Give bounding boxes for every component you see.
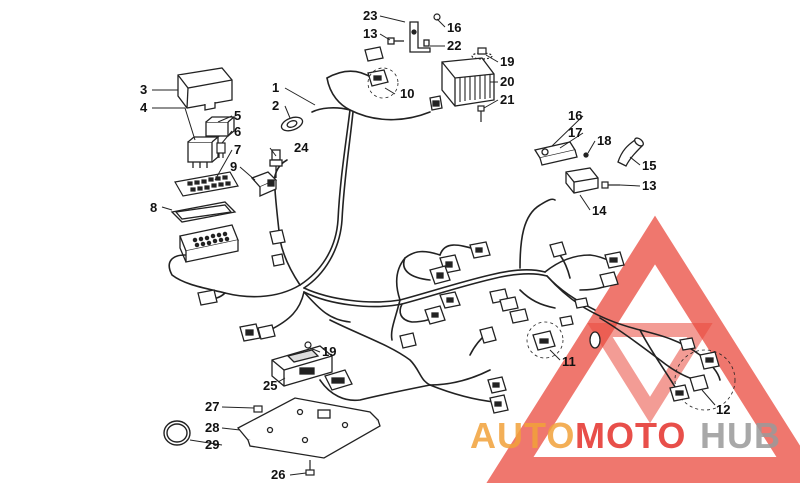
callout-3: 3	[140, 82, 147, 97]
watermark-hub: HUB	[700, 415, 781, 456]
screw-13-right	[601, 181, 620, 189]
callout-1: 1	[272, 80, 279, 95]
callout-11: 11	[562, 354, 576, 369]
main-wire-harness	[168, 70, 721, 403]
callout-27: 27	[205, 399, 219, 414]
callout-21: 21	[500, 92, 514, 107]
callout-2: 2	[272, 98, 279, 113]
callout-20: 20	[500, 74, 514, 89]
relay	[187, 136, 220, 168]
callout-19-top: 19	[500, 54, 514, 69]
callout-14: 14	[592, 203, 607, 218]
right-bracket	[533, 141, 589, 166]
grommet-plug	[280, 116, 304, 132]
harness-connector-10	[367, 67, 399, 99]
blade-fuse	[216, 142, 226, 158]
callout-15: 15	[642, 158, 656, 173]
connector-13-top	[364, 46, 384, 62]
callout-12: 12	[716, 402, 730, 417]
fuse-cover	[177, 67, 233, 111]
callout-5: 5	[234, 108, 241, 123]
ecu-module	[271, 345, 333, 387]
voltage-regulator	[429, 57, 495, 111]
fuse-box	[179, 224, 239, 263]
callout-16-top: 16	[447, 20, 461, 35]
callout-labels: 1 2 3 4 5 6 7 8 9 10 11 12 13 13 14 15 1…	[140, 8, 730, 482]
watermark-auto: AUTO	[470, 415, 575, 456]
callout-8: 8	[150, 200, 157, 215]
bolt-13-top	[387, 37, 404, 45]
connector-12	[669, 337, 736, 411]
ignition-module	[565, 167, 599, 194]
top-bracket	[409, 21, 431, 53]
callout-4: 4	[140, 100, 148, 115]
callout-23: 23	[363, 8, 377, 23]
callout-29: 29	[205, 437, 219, 452]
fuse-box-gasket	[170, 201, 237, 223]
callout-19-lower: 19	[322, 344, 336, 359]
callout-9: 9	[230, 159, 237, 174]
callout-13-right: 13	[642, 178, 656, 193]
fuse-block-board	[174, 171, 239, 197]
callout-26: 26	[271, 467, 285, 482]
mounting-plate	[236, 397, 381, 459]
callout-10: 10	[400, 86, 414, 101]
retaining-ring	[163, 420, 191, 446]
harness-connector	[250, 171, 278, 197]
callout-13-top: 13	[363, 26, 377, 41]
callout-24: 24	[294, 140, 309, 155]
callout-6: 6	[234, 124, 241, 139]
nut-27	[253, 405, 263, 413]
screw-21	[477, 105, 485, 122]
callout-7: 7	[234, 142, 241, 157]
callout-28: 28	[205, 420, 219, 435]
screw-26	[305, 460, 315, 476]
connector-11	[526, 321, 601, 359]
callout-18: 18	[597, 133, 611, 148]
breather-hose	[617, 137, 644, 167]
screw-19-lower	[304, 341, 312, 349]
leader-lines	[152, 15, 716, 476]
screw-19-top	[471, 47, 493, 60]
ecu-connector	[324, 369, 353, 391]
watermark-text: AUTO MOTO HUB	[470, 415, 781, 456]
callout-16-right: 16	[568, 108, 582, 123]
temperature-sensor	[269, 149, 283, 178]
callout-17: 17	[568, 125, 582, 140]
callout-22: 22	[447, 38, 461, 53]
watermark-moto: MOTO	[575, 415, 686, 456]
callout-25: 25	[263, 378, 277, 393]
middle-connectors	[197, 229, 625, 414]
washer-16-top	[433, 13, 441, 21]
